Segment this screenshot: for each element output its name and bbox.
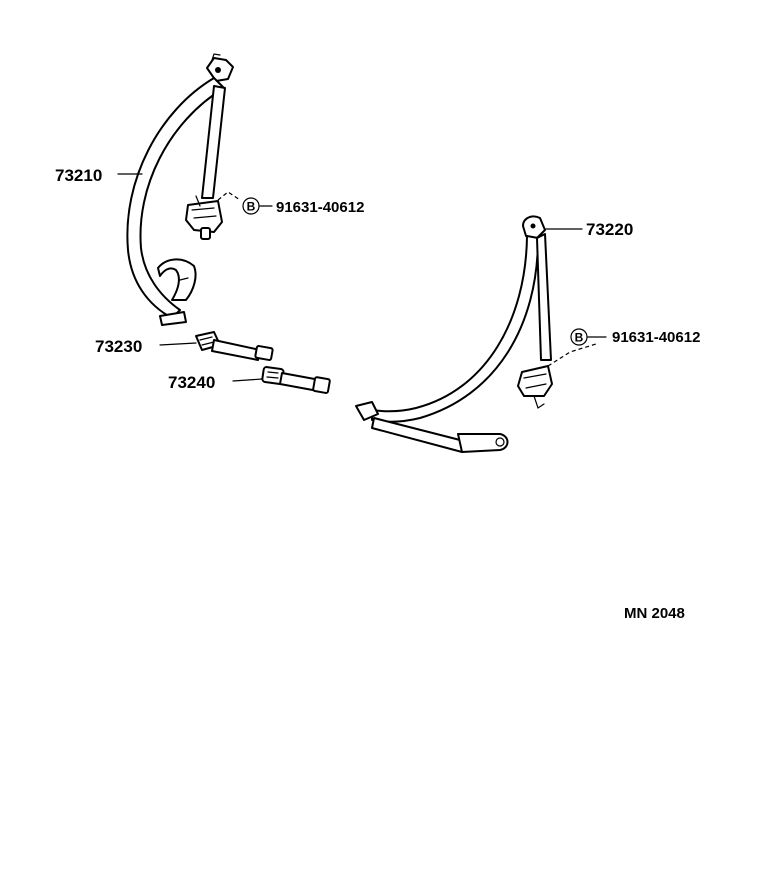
svg-text:73240: 73240: [168, 373, 215, 392]
svg-text:73220: 73220: [586, 220, 633, 239]
label-73230: 73230: [95, 337, 197, 356]
right-lower-tongue: [355, 401, 509, 453]
left-inner-webbing: [201, 85, 226, 199]
svg-text:91631-40612: 91631-40612: [276, 199, 364, 216]
svg-text:B: B: [575, 331, 584, 345]
right-seat-belt-assembly: [355, 215, 597, 453]
svg-text:73210: 73210: [55, 166, 102, 185]
label-73220: 73220: [545, 220, 633, 239]
left-lower-tongue: [157, 258, 197, 326]
right-retractor: [517, 365, 553, 409]
bolt-callout-left: B 91631-40612: [242, 197, 364, 216]
bolt-callout-right: B 91631-40612: [570, 328, 700, 346]
left-upper-anchor: [206, 53, 234, 82]
buckle-73230: [195, 331, 274, 361]
right-inner-webbing: [536, 233, 552, 361]
svg-text:73230: 73230: [95, 337, 142, 356]
figure-code: MN 2048: [624, 605, 685, 622]
svg-text:B: B: [247, 200, 256, 214]
left-seat-belt-assembly: [126, 53, 241, 326]
bolt-symbol-circle: [570, 328, 588, 346]
label-73240: 73240: [168, 373, 263, 392]
buckle-73240: [261, 366, 331, 394]
svg-text:91631-40612: 91631-40612: [612, 329, 700, 346]
right-upper-anchor: [522, 215, 546, 239]
left-retractor: [185, 195, 223, 240]
right-outer-webbing: [371, 235, 539, 423]
bolt-symbol-circle: [242, 197, 260, 215]
label-73210: 73210: [55, 166, 143, 185]
